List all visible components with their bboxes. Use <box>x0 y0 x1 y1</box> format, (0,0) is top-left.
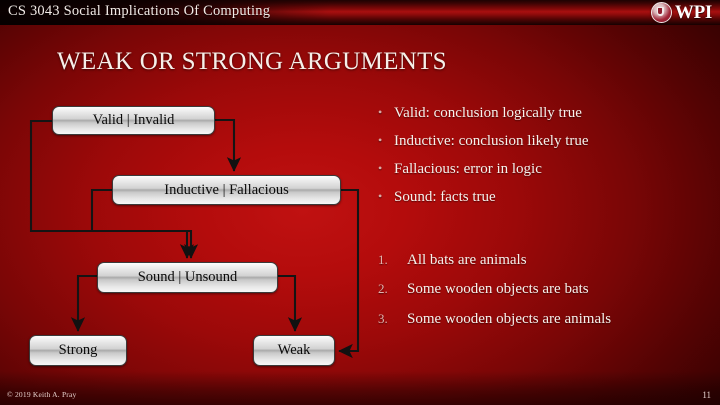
header-left-gradient <box>0 0 330 25</box>
flow-node-strong-label: Strong <box>58 342 98 359</box>
flow-node-inductive[interactable]: Inductive | Fallacious <box>112 175 341 205</box>
list-item: 1. All bats are animals <box>378 252 704 269</box>
flow-node-sound[interactable]: Sound | Unsound <box>97 262 278 293</box>
list-item-text: Sound: facts true <box>394 189 496 205</box>
wpi-logo: WPI <box>650 1 712 24</box>
definition-bullet-list: • Valid: conclusion logically true • Ind… <box>378 104 704 216</box>
list-item: • Inductive: conclusion likely true <box>378 132 704 150</box>
syllogism-numbered-list: 1. All bats are animals 2. Some wooden o… <box>378 252 704 340</box>
bullet-marker-icon: • <box>378 105 383 119</box>
list-item-text: All bats are animals <box>407 252 527 268</box>
list-item-text: Some wooden objects are animals <box>407 310 612 327</box>
list-number: 1. <box>378 252 388 267</box>
flow-node-valid[interactable]: Valid | Invalid <box>52 106 215 135</box>
flow-node-sound-label: Sound | Unsound <box>137 269 238 286</box>
page-title: WEAK OR STRONG ARGUMENTS <box>57 48 447 75</box>
list-item: • Fallacious: error in logic <box>378 160 704 178</box>
list-item: • Sound: facts true <box>378 188 704 206</box>
flowchart-connectors <box>29 118 360 359</box>
list-number: 2. <box>378 281 388 297</box>
bullet-marker-icon: • <box>378 189 383 203</box>
list-item-text: Some wooden objects are bats <box>407 281 589 298</box>
bullet-marker-icon: • <box>378 133 383 147</box>
list-number: 3. <box>378 310 388 326</box>
course-title: CS 3043 Social Implications Of Computing <box>8 3 271 19</box>
list-item-text: Fallacious: error in logic <box>394 161 542 177</box>
flow-node-strong[interactable]: Strong <box>29 335 127 366</box>
flow-node-valid-label: Valid | Invalid <box>92 112 175 129</box>
flow-node-weak-label: Weak <box>277 342 311 359</box>
wpi-seal-icon <box>650 2 672 23</box>
list-item: 3. Some wooden objects are animals <box>378 311 704 328</box>
flow-node-inductive-label: Inductive | Fallacious <box>164 181 289 198</box>
wpi-logo-text: WPI <box>674 1 712 23</box>
list-item: 2. Some wooden objects are bats <box>378 281 704 298</box>
list-item: • Valid: conclusion logically true <box>378 104 704 122</box>
list-item-text: Inductive: conclusion likely true <box>394 133 589 149</box>
copyright-notice: © 2019 Keith A. Pray <box>7 390 77 399</box>
page-number: 11 <box>702 390 711 400</box>
bullet-marker-icon: • <box>378 161 383 175</box>
flow-node-weak[interactable]: Weak <box>253 335 335 366</box>
list-item-text: Valid: conclusion logically true <box>394 105 582 121</box>
argument-flowchart: Valid | Invalid Inductive | Fallacious S… <box>29 106 360 366</box>
slide-header-bar: CS 3043 Social Implications Of Computing… <box>0 0 720 25</box>
